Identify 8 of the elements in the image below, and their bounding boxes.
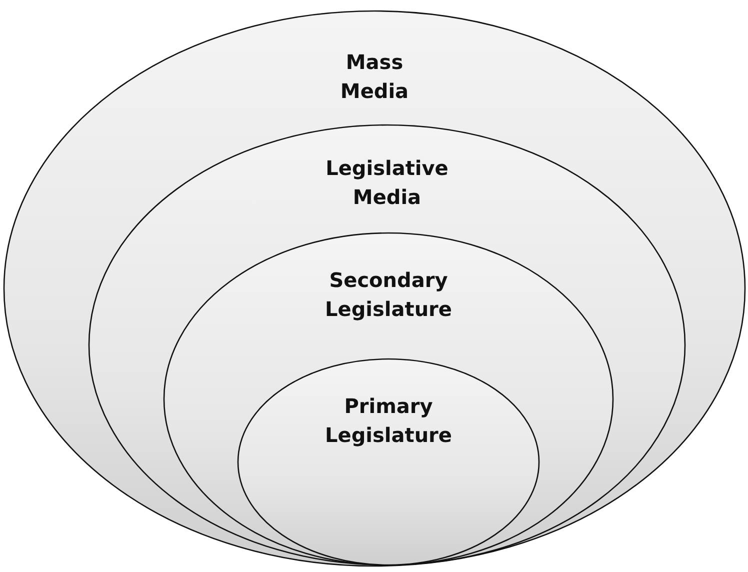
ellipse-node [237, 358, 540, 566]
node-label: Primary Legislature [324, 393, 453, 449]
ellipse-node [88, 124, 686, 566]
node-label: Mass Media [339, 49, 410, 105]
ellipse-node [163, 232, 614, 566]
node-label: Secondary Legislature [324, 267, 453, 323]
ellipse-node [3, 10, 746, 567]
node-label: Legislative Media [324, 155, 450, 211]
